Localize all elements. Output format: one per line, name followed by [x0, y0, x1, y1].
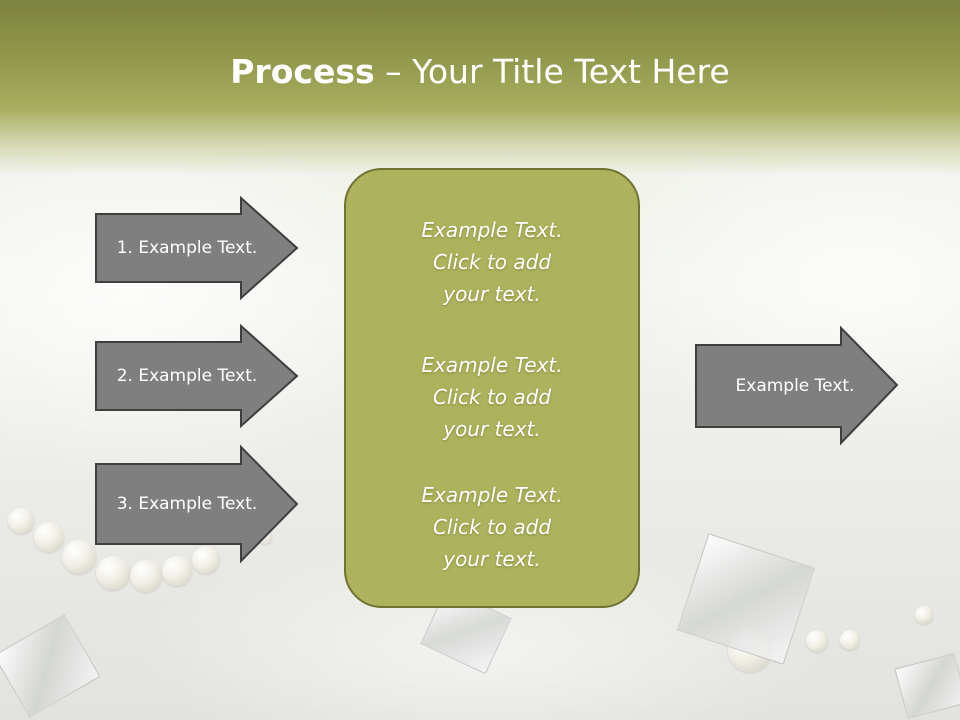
pearl-decoration	[192, 546, 220, 574]
pearl-decoration	[162, 556, 192, 586]
center-paragraph-3: Example Text. Click to add your text.	[421, 483, 563, 571]
pearl-decoration	[840, 630, 860, 650]
step-arrow-2[interactable]	[95, 323, 299, 429]
step-arrow-2-label: 2. Example Text.	[116, 366, 258, 386]
result-arrow-label: Example Text.	[735, 376, 855, 396]
center-paragraph-1: Example Text. Click to add your text.	[421, 218, 563, 306]
result-arrow[interactable]	[695, 325, 899, 446]
pearl-decoration	[915, 606, 933, 624]
title-bold-word: Process	[230, 52, 375, 91]
center-paragraph-2: Example Text. Click to add your text.	[421, 353, 563, 441]
step-arrow-1-label: 1. Example Text.	[116, 238, 258, 258]
pearl-decoration	[8, 508, 34, 534]
pearl-decoration	[34, 522, 64, 552]
center-text-box[interactable]: Example Text. Click to add your text. Ex…	[344, 168, 640, 608]
step-arrow-1[interactable]	[95, 195, 299, 301]
step-arrow-3[interactable]	[95, 444, 299, 564]
slide-title[interactable]: Process – Your Title Text Here	[0, 52, 960, 91]
crystal-decoration	[676, 533, 816, 665]
pearl-decoration	[62, 540, 96, 574]
step-arrow-3-label: 3. Example Text.	[116, 494, 258, 514]
pearl-decoration	[96, 556, 130, 590]
pearl-decoration	[130, 560, 162, 592]
crystal-decoration	[894, 652, 960, 720]
header-band	[0, 0, 960, 175]
crystal-decoration	[0, 614, 101, 718]
pearl-decoration	[806, 630, 828, 652]
title-rest: – Your Title Text Here	[374, 52, 730, 91]
